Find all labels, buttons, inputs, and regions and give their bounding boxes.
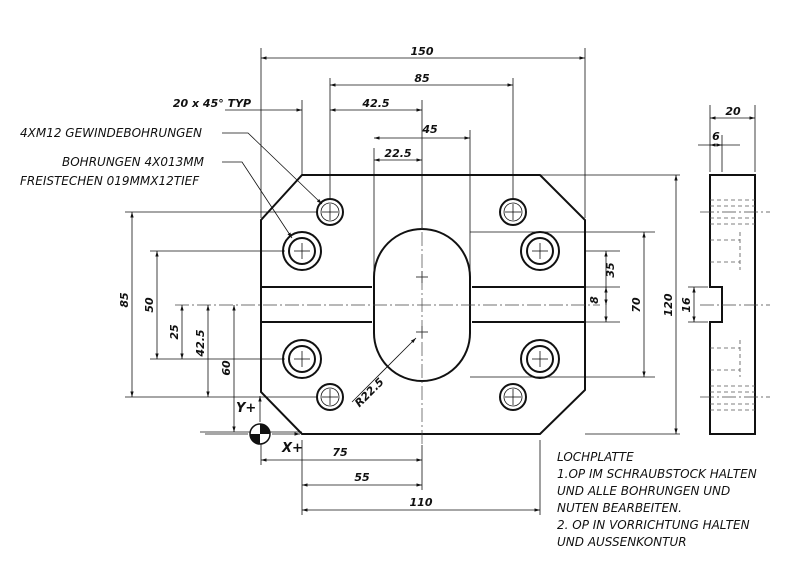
thread-holes-note: 4XM12 GEWINDEBOHRUNGEN bbox=[20, 126, 202, 140]
thread-hole-br bbox=[499, 383, 527, 411]
notes-title: LOCHPLATTE bbox=[557, 450, 634, 464]
dim-70: 70 bbox=[630, 297, 643, 313]
axis-y-label: Y+ bbox=[236, 401, 256, 416]
leader-radius bbox=[351, 337, 417, 403]
dim-85-left: 85 bbox=[118, 292, 131, 308]
dim-42-5-left: 42.5 bbox=[194, 329, 207, 357]
dim-35: 35 bbox=[604, 262, 617, 278]
notes-line-5: UND AUSSENKONTUR bbox=[557, 535, 687, 549]
dim-110: 110 bbox=[410, 496, 433, 509]
dim-chamfer: 20 x 45° TYP bbox=[173, 97, 251, 110]
notes-line-3: NUTEN BEARBEITEN. bbox=[557, 501, 682, 515]
dim-60: 60 bbox=[220, 360, 233, 376]
dim-8: 8 bbox=[588, 296, 601, 304]
dim-55: 55 bbox=[354, 471, 370, 484]
bores-note-2: FREISTECHEN 019MMX12TIEF bbox=[20, 174, 200, 188]
axis-x-label: X+ bbox=[281, 441, 303, 456]
dim-85-top: 85 bbox=[414, 72, 430, 85]
dim-45: 45 bbox=[421, 123, 438, 136]
bore-hole-tr bbox=[520, 231, 560, 271]
dim-75: 75 bbox=[332, 446, 348, 459]
bore-hole-bl bbox=[282, 339, 322, 379]
dim-20-side: 20 bbox=[725, 105, 741, 118]
thread-hole-tr bbox=[499, 198, 527, 226]
side-view-groove bbox=[710, 286, 723, 323]
bores-note-1: BOHRUNGEN 4X013MM bbox=[62, 155, 205, 169]
dim-6-side: 6 bbox=[712, 130, 720, 143]
notes-line-4: 2. OP IN VORRICHTUNG HALTEN bbox=[557, 518, 750, 532]
notes-line-2: UND ALLE BOHRUNGEN UND bbox=[557, 484, 730, 498]
dim-25: 25 bbox=[168, 324, 181, 340]
center-pocket bbox=[373, 228, 471, 382]
bore-hole-tl bbox=[282, 231, 322, 271]
side-view-outline bbox=[709, 174, 756, 435]
dim-50: 50 bbox=[143, 297, 156, 313]
dim-22-5: 22.5 bbox=[384, 147, 411, 160]
dim-42-5-top: 42.5 bbox=[361, 97, 389, 110]
dim-16-side: 16 bbox=[680, 297, 693, 313]
dim-radius: R22.5 bbox=[352, 375, 387, 410]
leader-thread bbox=[222, 132, 323, 205]
notes-line-1: 1.OP IM SCHRAUBSTOCK HALTEN bbox=[557, 467, 757, 481]
dim-150: 150 bbox=[411, 45, 434, 58]
leader-bores bbox=[222, 161, 293, 239]
origin-symbol bbox=[249, 423, 271, 445]
plate-outline bbox=[260, 174, 586, 435]
thread-hole-bl bbox=[316, 383, 344, 411]
dim-120: 120 bbox=[662, 293, 675, 316]
bore-hole-br bbox=[520, 339, 560, 379]
